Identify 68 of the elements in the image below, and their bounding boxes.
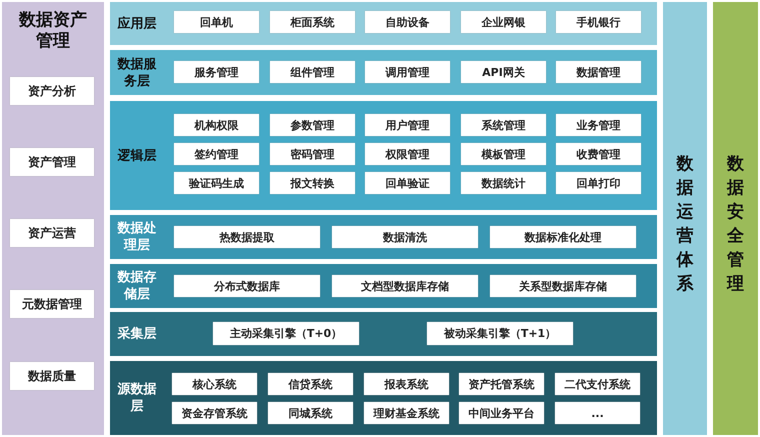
module-box: 核心系统 [172,373,257,395]
module-box: 柜面系统 [270,11,355,33]
module-box: 企业网银 [461,11,546,33]
module-box: 调用管理 [365,61,450,83]
module-box: 二代支付系统 [555,373,640,395]
module-box: 被动采集引擎（T+1） [427,322,573,345]
category-box: 资产分析 [10,77,94,105]
module-box: 权限管理 [365,143,450,165]
vertical-band [713,2,758,435]
module-box: 机构权限 [174,114,259,136]
layer-title: 采集层 [116,326,158,342]
module-box: 业务管理 [556,114,641,136]
category-box: 元数据管理 [10,290,94,318]
band-title: 数据安全管理 [726,153,745,296]
module-box: 组件管理 [270,61,355,83]
module-box: 回单打印 [556,172,641,194]
module-box: 验证码生成 [174,172,259,194]
category-box: 资产运营 [10,219,94,247]
layer-band [110,312,657,356]
module-box: 关系型数据库存储 [490,275,636,297]
module-box: 数据管理 [556,61,641,83]
module-box: 分布式数据库 [174,275,320,297]
layer-band [110,2,657,45]
module-box: 资产托管系统 [459,373,544,395]
layer-title: 应用层 [116,15,158,32]
module-box: 数据标准化处理 [490,226,636,248]
band-title: 数据运营体系 [675,153,694,296]
layer-title: 源数据层 [116,381,158,415]
module-box: 用户管理 [365,114,450,136]
module-box: 资金存管系统 [172,402,257,424]
layer-band [110,361,657,435]
layer-band [110,50,657,95]
layer-band [110,264,657,308]
layer-title: 数据存储层 [116,269,158,303]
module-box: 手机银行 [556,11,641,33]
module-box: 回单验证 [365,172,450,194]
module-box: 回单机 [174,11,259,33]
module-box: 热数据提取 [174,226,320,248]
module-box: 报文转换 [270,172,355,194]
module-box: 主动采集引擎（T+0） [213,322,359,345]
side-panel [2,2,104,435]
module-box: 自助设备 [365,11,450,33]
module-box: 系统管理 [461,114,546,136]
layer-band [110,101,657,210]
panel-title: 数据资产管理 [18,10,88,52]
module-box: 服务管理 [174,61,259,83]
module-box: 文档型数据库存储 [332,275,478,297]
category-box: 资产管理 [10,148,94,176]
layer-title: 数据服务层 [116,56,158,90]
category-box: 数据质量 [10,362,94,390]
module-box: API网关 [461,61,546,83]
module-box: 数据统计 [461,172,546,194]
module-box: 模板管理 [461,143,546,165]
module-box: ... [555,402,640,424]
module-box: 签约管理 [174,143,259,165]
module-box: 同城系统 [268,402,353,424]
module-box: 参数管理 [270,114,355,136]
layer-title: 逻辑层 [116,147,158,164]
module-box: 密码管理 [270,143,355,165]
module-box: 收费管理 [556,143,641,165]
module-box: 数据清洗 [332,226,478,248]
layer-band [110,215,657,259]
vertical-band [663,2,707,435]
module-box: 信贷系统 [268,373,353,395]
module-box: 理财基金系统 [364,402,449,424]
module-box: 报表系统 [364,373,449,395]
layer-title: 数据处理层 [116,220,158,254]
module-box: 中间业务平台 [459,402,544,424]
